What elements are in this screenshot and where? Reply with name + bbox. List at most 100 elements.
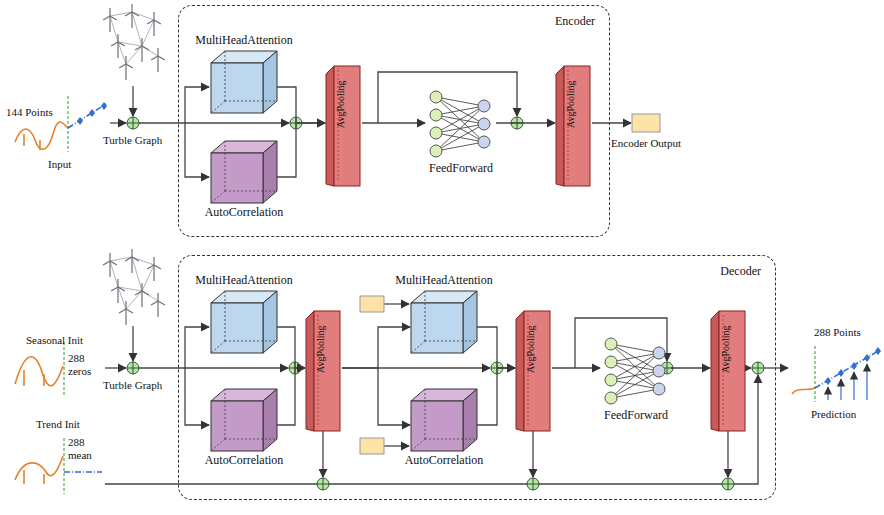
wire — [105, 72, 788, 484]
data-flow-arrow — [362, 122, 425, 123]
layer-label: AvgPooling — [335, 80, 347, 128]
add-junction — [127, 362, 139, 374]
turbine-graph — [103, 4, 165, 80]
wind-turbine — [147, 257, 161, 281]
add-junction — [722, 478, 734, 490]
wind-turbine — [103, 253, 117, 277]
annotation-label: Trend Init — [36, 418, 80, 431]
autocorrelation-cube: AutoCorrelation — [211, 141, 277, 203]
annotation-label: Turble Graph — [103, 379, 162, 392]
annotation-label: Prediction — [811, 408, 856, 421]
data-flow-arrow — [552, 367, 600, 368]
graph-link — [132, 12, 142, 46]
turbine-graph — [103, 4, 165, 325]
wind-turbine — [103, 8, 117, 32]
graph-link — [110, 257, 132, 261]
turbine-graph — [103, 249, 165, 325]
data-flow-arrow — [342, 368, 410, 425]
forecast-arrow — [853, 372, 854, 400]
pooling-layer: AvgPooling — [326, 64, 362, 186]
encoder-output: Encoder Output — [632, 114, 660, 132]
layer-label: MultiHeadAttention — [395, 273, 492, 287]
layer-label: AvgPooling — [720, 325, 732, 373]
add-junction — [127, 117, 139, 129]
wind-turbine — [125, 4, 139, 28]
layer-label: MultiHeadAttention — [195, 273, 292, 287]
autocorrelation-cube: AutoCorrelation — [211, 389, 277, 451]
attention-cube: MultiHeadAttention — [411, 291, 477, 353]
forecast-arrow — [840, 379, 841, 400]
add-junction — [752, 362, 764, 374]
wind-turbine — [111, 279, 125, 303]
graph-link — [110, 16, 118, 42]
series-point — [101, 102, 107, 110]
forecast-arrow — [866, 364, 867, 400]
series-point — [864, 354, 870, 362]
layer-label: Encoder Output — [611, 136, 681, 150]
graph-link — [132, 257, 154, 265]
layer-label: FeedForward — [429, 161, 493, 175]
data-flow-arrow — [342, 327, 410, 368]
graph-link — [142, 265, 154, 291]
graph-link — [132, 12, 154, 20]
add-junction — [527, 478, 539, 490]
autocorrelation-cube-shape — [411, 389, 477, 451]
graph-link — [126, 291, 142, 309]
series-point — [825, 377, 831, 385]
feedforward-net: FeedForward — [426, 85, 496, 159]
data-flow-arrow — [277, 327, 305, 368]
attention-cube: MultiHeadAttention — [211, 51, 277, 113]
annotation-label: Turble Graph — [103, 134, 162, 147]
wind-turbine — [147, 12, 161, 36]
graph-link — [126, 46, 142, 64]
series-point — [89, 109, 95, 117]
wind-turbine — [135, 38, 149, 62]
wind-turbine — [119, 56, 133, 80]
wind-turbine — [151, 48, 165, 72]
series-point — [77, 117, 83, 125]
wind-turbine — [111, 34, 125, 58]
decoder-block: DecoderMultiHeadAttentionAutoCorrelation… — [178, 255, 776, 500]
annotation-label: 288 mean — [68, 436, 102, 462]
layer-label: AvgPooling — [315, 325, 327, 373]
encoder-output-copy — [360, 296, 384, 312]
series-point — [851, 362, 857, 370]
annotation-label: Input — [48, 158, 71, 171]
annotation-label: 288 Points — [814, 326, 861, 339]
graph-link — [132, 257, 142, 291]
data-flow-arrow — [496, 122, 555, 123]
wind-turbine — [135, 283, 149, 307]
encoder-block: EncoderMultiHeadAttentionAutoCorrelation… — [178, 5, 610, 237]
annotation-label: 288 zeros — [68, 352, 102, 378]
layer-label: AutoCorrelation — [405, 453, 484, 467]
graph-link — [118, 287, 142, 291]
series-point — [875, 347, 881, 355]
pooling-layer: AvgPooling — [306, 309, 342, 431]
graph-link — [142, 46, 158, 56]
data-flow-arrow — [477, 368, 515, 425]
block-title: Encoder — [555, 14, 595, 28]
add-junction — [127, 117, 764, 490]
graph-link — [118, 42, 126, 64]
attention-cube-shape — [211, 291, 277, 353]
data-flow-arrow — [477, 327, 515, 368]
data-flow-arrow — [277, 87, 325, 123]
add-junction — [317, 478, 329, 490]
pooling-layer: AvgPooling — [711, 309, 747, 431]
layer-label: MultiHeadAttention — [195, 33, 292, 47]
autocorrelation-cube: AutoCorrelation — [411, 389, 477, 451]
forecast-arrow — [827, 387, 828, 400]
layer-label: FeedForward — [604, 408, 668, 422]
layer-label: AutoCorrelation — [205, 453, 284, 467]
graph-link — [118, 287, 126, 309]
series-points — [77, 102, 881, 400]
data-flow-arrow — [671, 367, 710, 368]
graph-link — [142, 20, 154, 46]
attention-cube-shape — [411, 291, 477, 353]
encoder-output-shape — [632, 114, 660, 132]
data-flow-arrow — [277, 123, 325, 177]
layer-label: AvgPooling — [525, 325, 537, 373]
wind-turbine — [151, 293, 165, 317]
annotation-label: Seasonal Init — [26, 334, 83, 347]
graph-link — [110, 261, 118, 287]
